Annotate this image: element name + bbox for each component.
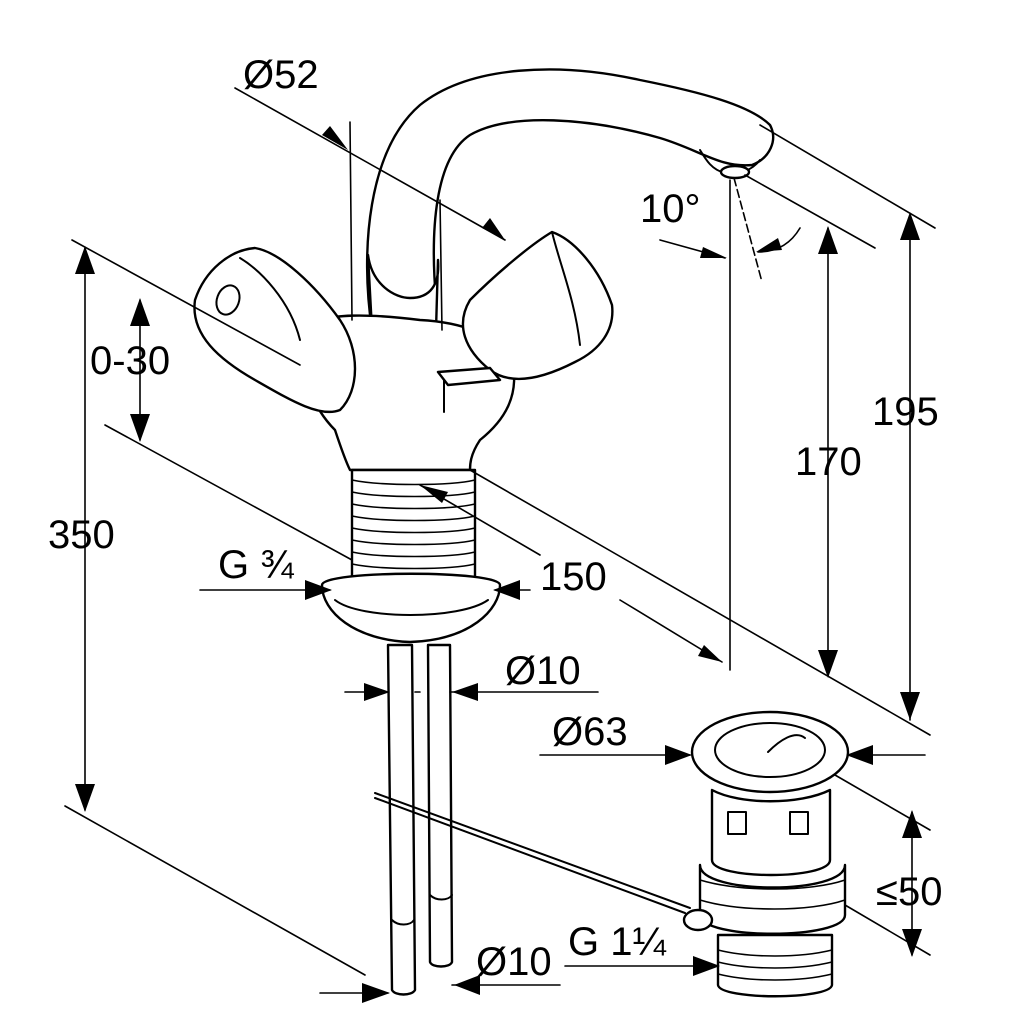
waste-plug-mark bbox=[767, 734, 806, 753]
mounting-flange bbox=[320, 572, 502, 644]
label-h170: 170 bbox=[795, 440, 862, 484]
popup-waste bbox=[682, 710, 850, 998]
aerator bbox=[719, 164, 751, 180]
hose-break-right bbox=[429, 894, 453, 901]
label-h350: 350 bbox=[48, 513, 115, 557]
waste-body-upper bbox=[710, 788, 832, 877]
spout bbox=[365, 68, 775, 332]
spout-collar bbox=[366, 253, 440, 332]
waste-plug bbox=[714, 722, 826, 778]
hose-break-left bbox=[391, 919, 415, 926]
label-d10-bottom: Ø10 bbox=[476, 940, 552, 984]
waste-nut-line1 bbox=[699, 879, 846, 890]
flange-inner bbox=[334, 599, 489, 616]
waste-nut-line2 bbox=[699, 899, 846, 910]
label-d10-top: Ø10 bbox=[505, 649, 581, 693]
dimension-labels: Ø52 10° 0-30 195 170 350 G ¾ 150 Ø10 Ø63… bbox=[48, 53, 942, 984]
popup-linkage bbox=[374, 792, 691, 909]
label-h195: 195 bbox=[872, 390, 939, 434]
left-handle-edge bbox=[239, 257, 301, 341]
label-angle: 10° bbox=[640, 187, 701, 231]
tap-assembly bbox=[193, 68, 775, 996]
label-w150: 150 bbox=[540, 555, 607, 599]
handle-indicator-left bbox=[215, 284, 241, 316]
waste-tail bbox=[716, 933, 834, 998]
waste-pivot bbox=[682, 908, 714, 932]
left-handle bbox=[193, 246, 357, 414]
label-thread114: G 1¼ bbox=[568, 920, 666, 964]
dimension-lines bbox=[64, 87, 936, 1003]
supply-hose-left bbox=[386, 643, 417, 996]
waste-slot-left bbox=[727, 811, 747, 835]
right-handle bbox=[461, 230, 614, 381]
label-d63: Ø63 bbox=[552, 710, 628, 754]
label-d52: Ø52 bbox=[243, 53, 319, 97]
waste-slot-right bbox=[789, 811, 809, 835]
supply-hose-right bbox=[426, 643, 454, 968]
right-handle-edge bbox=[551, 231, 581, 346]
label-h50: ≤50 bbox=[876, 870, 942, 914]
waste-nut bbox=[698, 863, 847, 935]
popup-linkage-2 bbox=[374, 797, 686, 914]
label-range: 0-30 bbox=[90, 339, 170, 383]
waste-threads bbox=[717, 949, 833, 981]
label-thread34: G ¾ bbox=[218, 543, 294, 587]
